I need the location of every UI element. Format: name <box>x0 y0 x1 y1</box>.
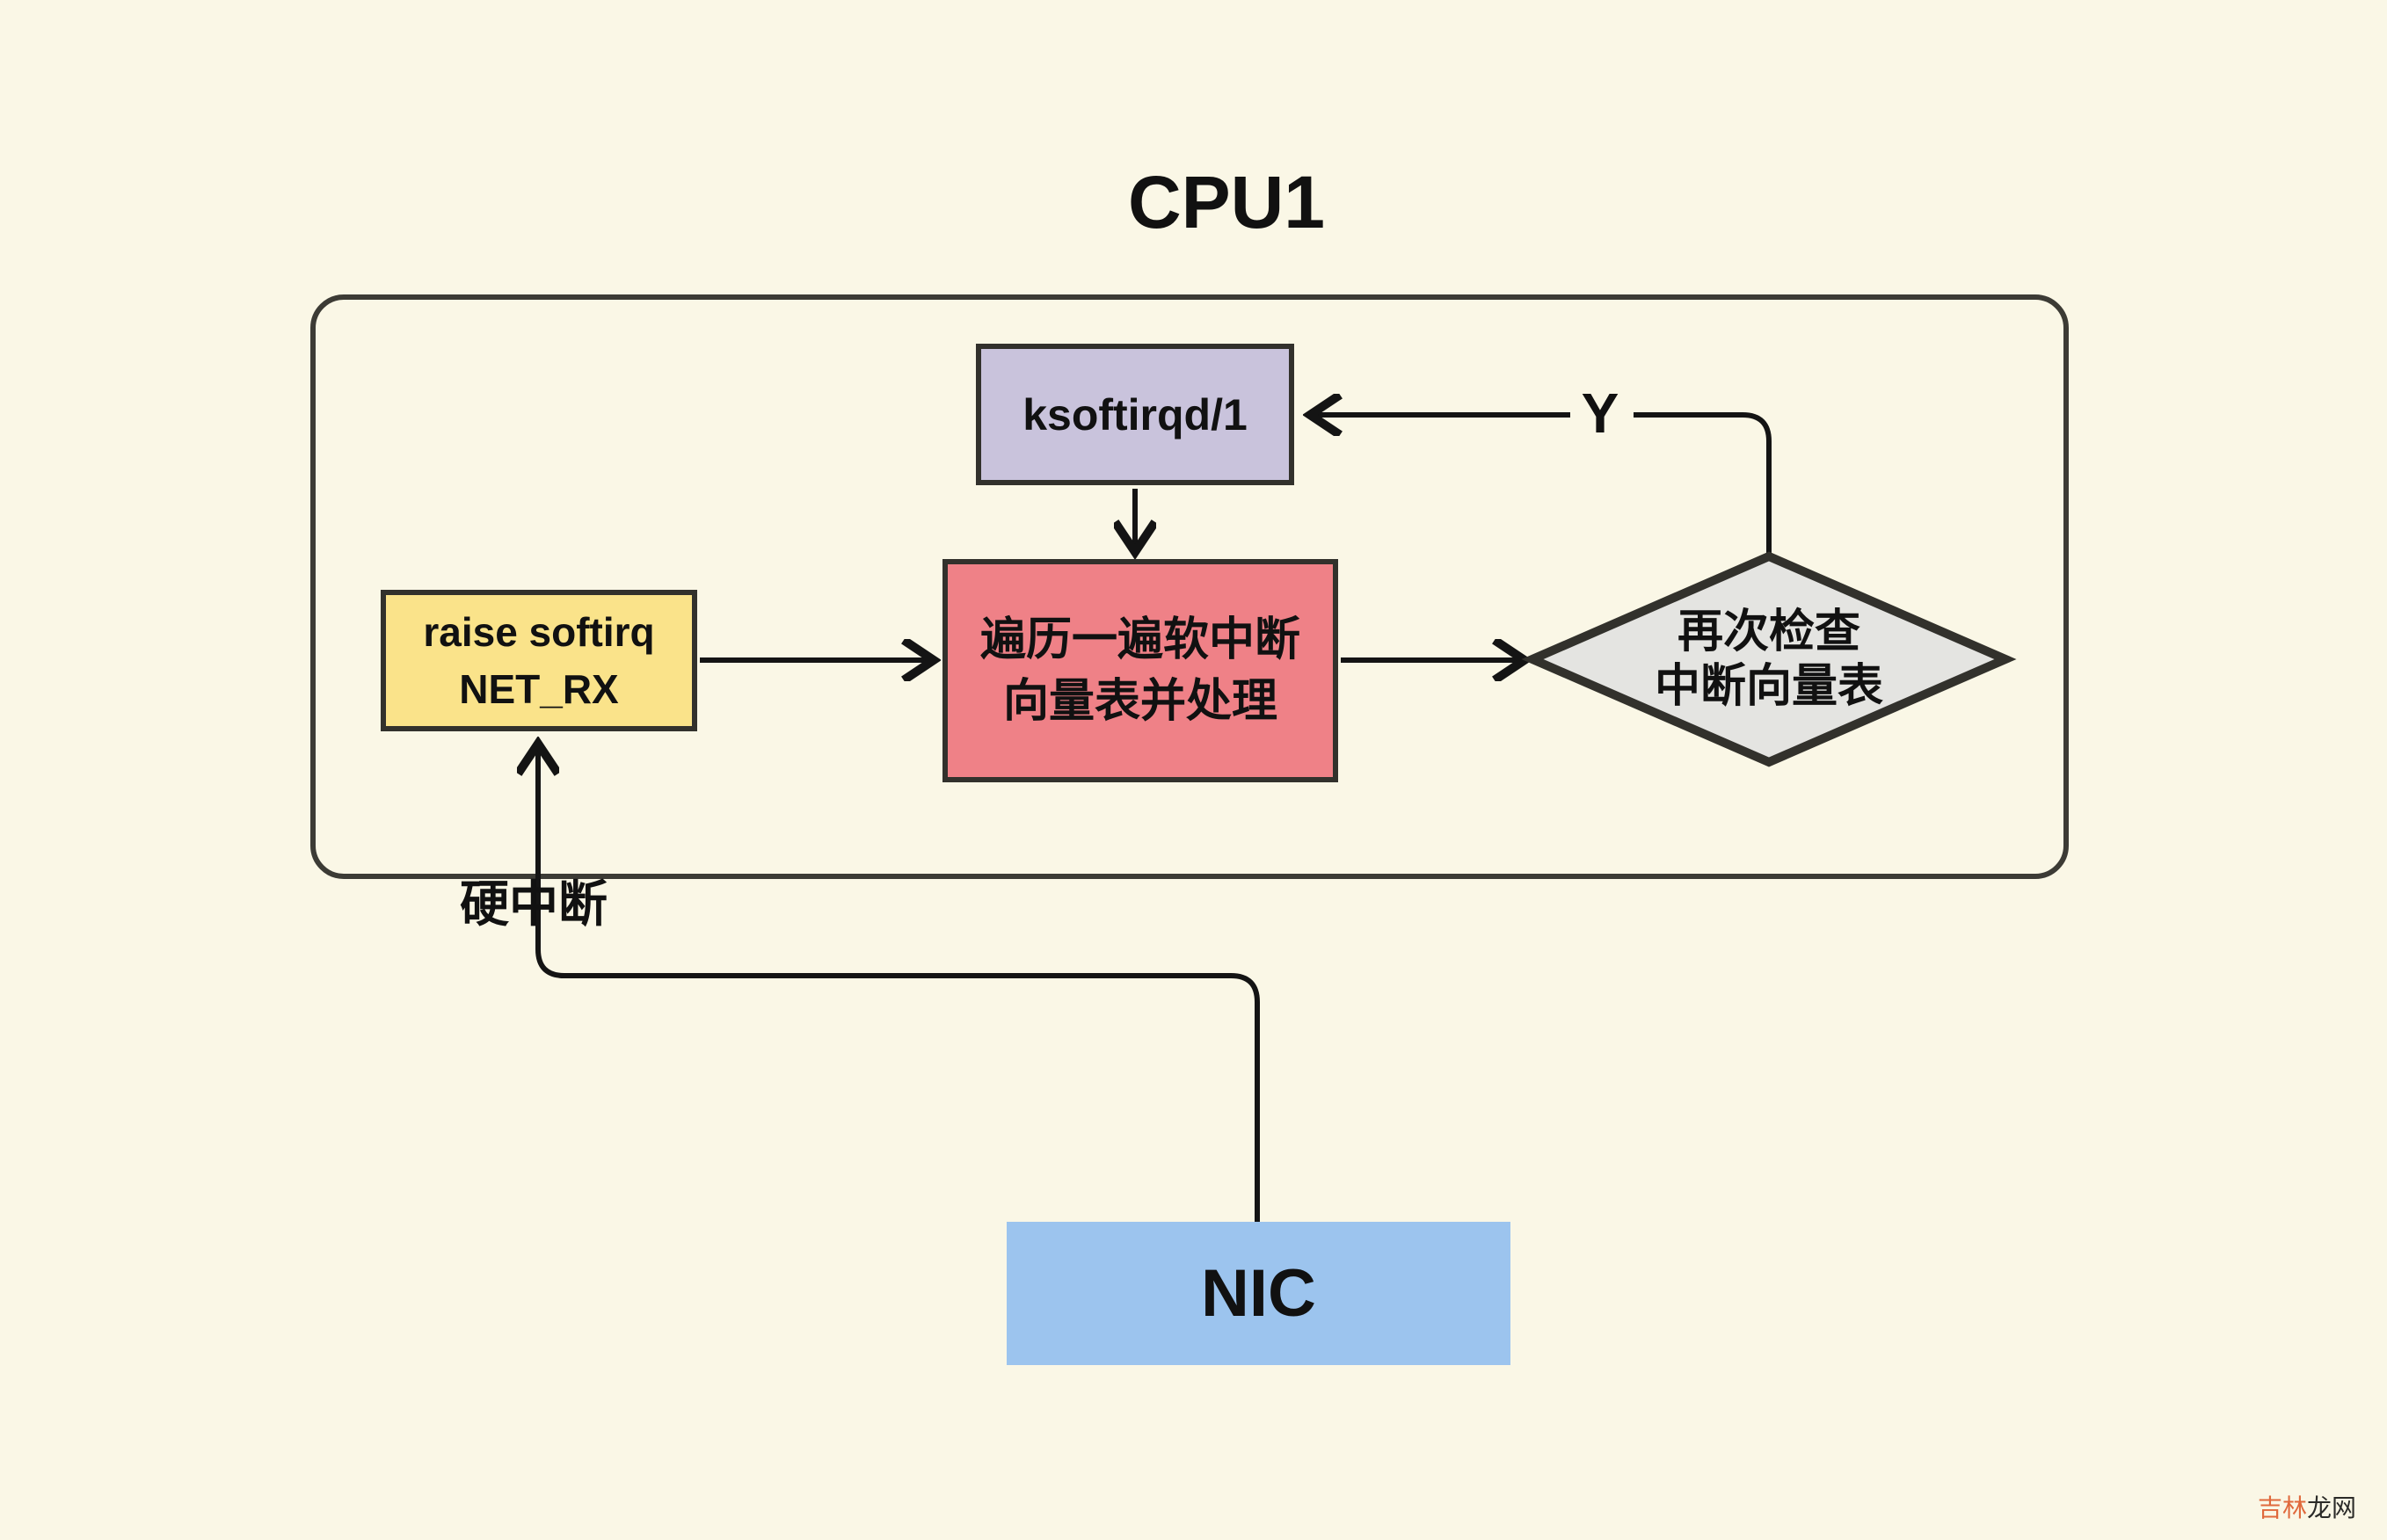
recheck-line2: 中断向量表 <box>1654 661 1883 712</box>
hard-interrupt-label: 硬中断 <box>460 876 608 932</box>
process-vector-node: 遍历一遍软中断 向量表并处理 <box>942 559 1338 782</box>
ksoftirqd-label: ksoftirqd/1 <box>1022 389 1248 439</box>
nic-node: NIC <box>1007 1222 1510 1365</box>
ksoftirqd-node: ksoftirqd/1 <box>976 344 1294 485</box>
process-vector-line1: 遍历一遍软中断 <box>979 614 1300 665</box>
raise-softirq-line2: NET_RX <box>459 665 619 712</box>
raise-softirq-node: raise softirq NET_RX <box>381 590 697 731</box>
diagram-title: CPU1 <box>1127 161 1326 243</box>
watermark-part1: 吉林 <box>2257 1494 2307 1522</box>
process-vector-line2: 向量表并处理 <box>1002 676 1277 727</box>
recheck-diamond-label: 再次检查 中断向量表 <box>1532 556 2005 762</box>
yes-branch-label: Y <box>1581 381 1619 445</box>
recheck-line1: 再次检查 <box>1677 606 1860 657</box>
watermark: 吉林龙网 <box>2128 1489 2356 1524</box>
raise-softirq-line1: raise softirq <box>423 609 655 656</box>
watermark-part2: 龙网 <box>2306 1494 2356 1522</box>
nic-label: NIC <box>1201 1256 1316 1331</box>
